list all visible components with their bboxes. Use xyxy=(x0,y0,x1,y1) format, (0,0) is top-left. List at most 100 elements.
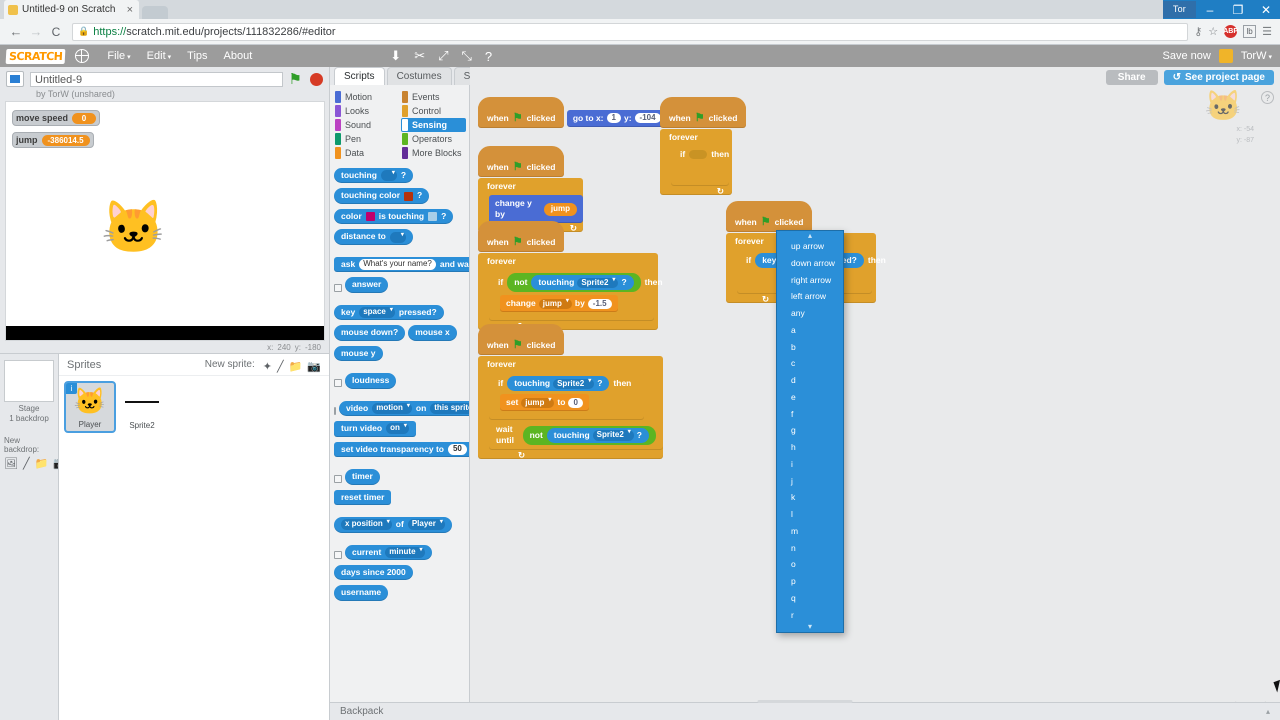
current-unit-dropdown[interactable]: minute xyxy=(385,546,425,558)
dropdown-icon[interactable] xyxy=(380,169,397,182)
dropdown-item[interactable]: o xyxy=(791,559,796,570)
when-flag-clicked-hat[interactable]: when ⚑ clicked xyxy=(478,145,565,178)
backpack-drag-handle[interactable] xyxy=(757,700,853,703)
scratch-logo[interactable]: SCRATCH xyxy=(5,48,66,64)
chevron-up-icon[interactable]: ▴ xyxy=(1265,707,1270,716)
forever-block[interactable]: forever change y by jump ↻ xyxy=(478,178,583,233)
ask-input[interactable]: What's your name? xyxy=(359,259,436,270)
go-to-xy-block[interactable]: go to x: 1 y: -104 xyxy=(566,109,667,127)
dropdown-item[interactable]: up arrow xyxy=(791,241,825,251)
green-flag-icon[interactable]: ⚑ xyxy=(288,71,302,88)
palette-block-video-on[interactable]: video motion on this sprite xyxy=(339,400,469,417)
wait-until-block[interactable]: wait until not touching Sprite2 ? xyxy=(489,421,663,450)
palette-block-touching-color[interactable]: touching color ? xyxy=(334,188,430,204)
palette-block-reset-timer[interactable]: reset timer xyxy=(334,489,392,506)
not-operator-block[interactable]: not touching Sprite2 ? xyxy=(522,425,656,445)
palette-block-turn-video[interactable]: turn video on xyxy=(334,421,416,437)
color-swatch-icon[interactable] xyxy=(428,212,438,222)
forever-block[interactable]: forever if not touching Sprite2 ? xyxy=(478,253,663,331)
close-icon[interactable]: × xyxy=(126,3,133,16)
stage-thumbnail[interactable] xyxy=(4,360,54,402)
jump-variable-reporter[interactable]: jump xyxy=(543,203,577,216)
camera-sprite-icon[interactable]: 📷 xyxy=(307,360,321,373)
when-flag-clicked-hat[interactable]: when ⚑ clicked xyxy=(660,96,747,129)
palette-block-username[interactable]: username xyxy=(334,585,389,601)
script-gravity[interactable]: when ⚑ clicked forever if not touching xyxy=(478,220,663,331)
touching-block[interactable]: touching Sprite2 ? xyxy=(531,275,634,291)
lastpass-icon[interactable]: lb xyxy=(1243,25,1257,38)
tab-scripts[interactable]: Scripts xyxy=(334,67,385,85)
help-icon[interactable]: ? xyxy=(484,48,493,64)
touching-block[interactable]: touching Sprite2 ? xyxy=(507,376,610,392)
choose-sprite-icon[interactable]: ✦ xyxy=(262,360,272,373)
tab-costumes[interactable]: Costumes xyxy=(386,67,452,85)
script-empty-if[interactable]: when ⚑ clicked forever if then xyxy=(660,96,747,196)
palette-block-list[interactable]: touching ? touching color ? color is tou… xyxy=(330,162,469,720)
small-stage-icon[interactable] xyxy=(6,71,24,87)
dropdown-item[interactable]: p xyxy=(791,576,796,586)
palette-block-distance-to[interactable]: distance to xyxy=(334,229,413,245)
category-more-blocks[interactable]: More Blocks xyxy=(401,146,466,160)
dropdown-item[interactable]: j xyxy=(791,475,793,486)
reload-icon[interactable]: C xyxy=(51,24,61,39)
touching-target-dropdown[interactable]: Sprite2 xyxy=(553,378,595,390)
help-icon[interactable]: ? xyxy=(1261,91,1274,104)
category-sensing[interactable]: Sensing xyxy=(401,118,466,132)
duplicate-icon[interactable]: ⬇ xyxy=(390,48,402,63)
dropdown-item[interactable]: g xyxy=(791,425,796,436)
when-flag-clicked-hat[interactable]: when ⚑ clicked xyxy=(478,323,565,356)
maximize-button[interactable]: ❐ xyxy=(1232,2,1244,17)
palette-block-attribute-of[interactable]: x position of Player xyxy=(334,517,452,533)
dropdown-item[interactable]: m xyxy=(791,525,799,536)
watcher-checkbox[interactable] xyxy=(334,550,342,559)
dropdown-item[interactable]: down arrow xyxy=(791,257,835,268)
category-sound[interactable]: Sound xyxy=(334,118,399,132)
if-then-block[interactable]: if then xyxy=(671,146,729,187)
paint-sprite-icon[interactable]: ╱ xyxy=(276,360,284,373)
category-looks[interactable]: Looks xyxy=(334,104,399,118)
script-landing[interactable]: when ⚑ clicked forever if touching Sprit… xyxy=(478,323,663,460)
palette-block-answer[interactable]: answer xyxy=(345,277,389,293)
forever-body[interactable]: change y by jump xyxy=(489,195,583,224)
dropdown-item[interactable]: f xyxy=(791,408,794,419)
new-tab-button[interactable] xyxy=(142,6,168,19)
cut-icon[interactable]: ✂ xyxy=(414,48,426,63)
video-attr-dropdown[interactable]: motion xyxy=(372,402,412,414)
turn-video-dropdown[interactable]: on xyxy=(386,423,409,435)
dropdown-item[interactable]: k xyxy=(791,492,796,503)
watcher-checkbox[interactable] xyxy=(334,475,342,484)
attribute-dropdown[interactable]: x position xyxy=(341,518,392,531)
object-dropdown[interactable]: Player xyxy=(407,518,445,531)
share-button[interactable]: Share xyxy=(1105,70,1158,85)
palette-block-loudness[interactable]: loudness xyxy=(345,373,397,389)
dropdown-item[interactable]: l xyxy=(791,509,793,519)
palette-block-days-since-2000[interactable]: days since 2000 xyxy=(334,564,413,581)
when-flag-clicked-hat[interactable]: when ⚑ clicked xyxy=(478,220,565,253)
forever-body[interactable]: if then xyxy=(671,146,732,187)
variable-watcher-move-speed[interactable]: move speed 0 xyxy=(12,110,101,126)
palette-block-color-is-touching[interactable]: color is touching ? xyxy=(334,208,454,225)
if-then-block[interactable]: if touching Sprite2 ? then set jump xyxy=(489,373,644,421)
dropdown-item[interactable]: a xyxy=(791,324,796,335)
dropdown-item[interactable]: i xyxy=(791,458,793,469)
browser-menu-icon[interactable]: ☰ xyxy=(1262,26,1272,38)
sprite-info-icon[interactable]: i xyxy=(66,383,77,394)
stage-selector[interactable]: Stage 1 backdrop New backdrop: 🖼 ╱ 📁 📷 xyxy=(0,354,67,720)
dropdown-item[interactable]: b xyxy=(791,341,796,352)
dropdown-item[interactable]: c xyxy=(791,358,796,369)
sprite-card-sprite2[interactable]: Sprite2 xyxy=(116,381,168,433)
menu-edit[interactable]: Edit▾ xyxy=(146,50,172,62)
dropdown-item[interactable]: any xyxy=(791,308,805,318)
see-project-page-button[interactable]: ↺ See project page xyxy=(1163,70,1274,85)
menu-about[interactable]: About xyxy=(223,50,253,62)
change-jump-block[interactable]: change jump by -1.5 xyxy=(500,295,618,313)
close-window-button[interactable]: ✕ xyxy=(1260,2,1272,17)
goto-x-input[interactable]: 1 xyxy=(606,112,621,124)
variable-watcher-jump[interactable]: jump -386014.5 xyxy=(12,132,94,148)
language-globe-icon[interactable] xyxy=(74,48,90,63)
category-motion[interactable]: Motion xyxy=(334,90,399,104)
category-events[interactable]: Events xyxy=(401,90,466,104)
color-swatch-icon[interactable] xyxy=(404,191,414,201)
script-area[interactable]: Share ↺ See project page 🐱 x: -54 y: -87… xyxy=(470,67,1280,720)
